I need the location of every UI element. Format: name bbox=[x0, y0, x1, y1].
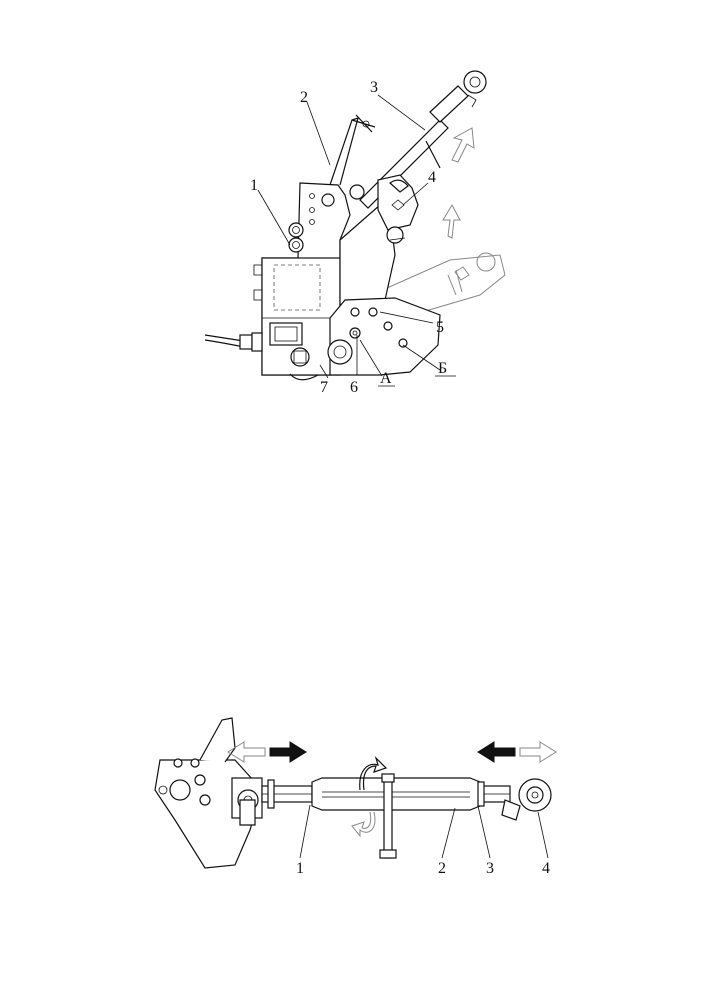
top-figure: 1 2 3 4 5 6 7 А Б bbox=[204, 70, 506, 396]
label-top-1: 1 bbox=[250, 177, 258, 194]
label-bottom-1: 1 bbox=[296, 860, 304, 877]
arrow-left-solid bbox=[477, 741, 516, 763]
label-top-2: 2 bbox=[300, 89, 308, 106]
lift-arrow-lower bbox=[442, 203, 461, 239]
leader-lines-top bbox=[257, 94, 456, 387]
tractor-bracket bbox=[154, 717, 263, 869]
bottom-figure: 1 2 3 4 bbox=[154, 717, 557, 877]
label-top-7: 7 bbox=[320, 379, 328, 396]
label-bottom-3: 3 bbox=[486, 860, 494, 877]
coupling-hook bbox=[349, 174, 419, 244]
arrow-right-solid bbox=[269, 741, 307, 763]
lift-arrow-upper bbox=[451, 127, 475, 163]
rotation-arrow-lower bbox=[351, 811, 376, 838]
label-top-A: А bbox=[380, 370, 392, 387]
label-top-5: 5 bbox=[436, 319, 444, 336]
turnbuckle-rod bbox=[261, 773, 511, 859]
label-bottom-4: 4 bbox=[542, 860, 550, 877]
ball-end bbox=[501, 778, 552, 821]
leader-lines-bottom bbox=[299, 804, 549, 859]
hose-fitting bbox=[239, 334, 253, 350]
label-bottom-2: 2 bbox=[438, 860, 446, 877]
label-top-B: Б bbox=[438, 360, 447, 377]
label-top-4: 4 bbox=[428, 169, 436, 186]
rotation-arrow-upper bbox=[359, 755, 388, 791]
control-lever bbox=[329, 114, 376, 186]
label-top-3: 3 bbox=[370, 79, 378, 96]
arrow-right-ghost bbox=[519, 741, 557, 763]
label-top-6: 6 bbox=[350, 379, 358, 396]
arrow-left-ghost bbox=[227, 741, 266, 763]
ghost-raised-position bbox=[359, 252, 506, 321]
side-bracket bbox=[327, 204, 441, 376]
